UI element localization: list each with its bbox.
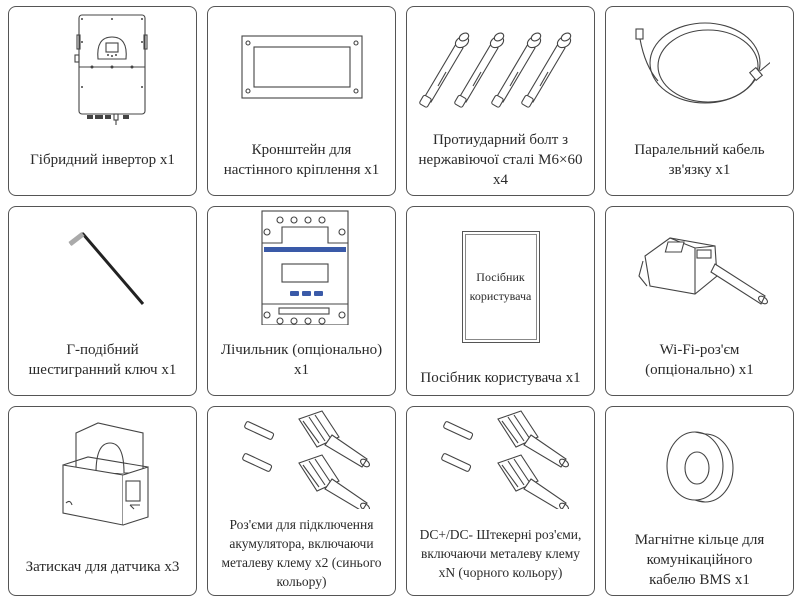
parallel-cable-icon [634,22,770,104]
item-caption: Wi-Fi-роз'єм (опціонально) x1 [645,342,754,378]
hybrid-inverter-icon [73,14,148,125]
wifi-plug-icon [637,237,768,305]
item-card-magnetic-ring: Магнітне кільце для комунікаційного кабе… [605,406,794,596]
package-contents-grid: Гібридний інвертор x1 Кронштейн для наст… [8,6,794,596]
item-caption: Протиударний болт з нержавіючої сталі M6… [418,132,583,188]
item-card-wifi-plug: Wi-Fi-роз'єм (опціонально) x1 [605,206,794,396]
item-caption: DC+/DC- Штекерні роз'єми, включаючи мета… [419,526,582,580]
item-caption: Кронштейн для настінного кріплення x1 [223,142,380,178]
item-card-user-manual: Посібник користувача Посібник користувач… [406,206,595,396]
item-caption: Г-подібний шестигранний ключ x1 [28,342,177,378]
wall-bracket-icon [240,35,363,99]
sensor-clamp-icon [61,422,149,526]
item-card-expansion-bolt: Протиударний болт з нержавіючої сталі M6… [406,6,595,196]
battery-connector-icon [241,410,371,509]
item-card-wall-bracket: Кронштейн для настінного кріплення x1 [207,6,396,196]
expansion-bolt-icon [418,30,573,109]
dc-connector-icon [440,410,570,509]
magnetic-ring-icon [665,431,734,503]
item-caption: Лічильник (опціонально) x1 [220,342,383,378]
energy-meter-icon [260,210,349,325]
user-manual-icon: Посібник користувача [461,231,540,343]
item-card-dc-connector: DC+/DC- Штекерні роз'єми, включаючи мета… [406,406,595,596]
item-caption: Затискач для датчика x3 [25,559,180,575]
item-card-hybrid-inverter: Гібридний інвертор x1 [8,6,197,196]
item-card-battery-connector: Роз'єми для підключення акумулятора, вкл… [207,406,396,596]
item-card-sensor-clamp: Затискач для датчика x3 [8,406,197,596]
manual-cover-text: Посібник користувача [469,270,532,303]
item-card-energy-meter: Лічильник (опціонально) x1 [207,206,396,396]
item-caption: Роз'єми для підключення акумулятора, вкл… [221,517,382,589]
item-card-parallel-cable: Паралельний кабель зв'язку x1 [605,6,794,196]
item-card-hex-key: Г-подібний шестигранний ключ x1 [8,206,197,396]
item-caption: Паралельний кабель зв'язку x1 [634,142,765,178]
item-caption: Гібридний інвертор x1 [30,152,175,168]
hex-key-icon [67,232,144,305]
item-caption: Магнітне кільце для комунікаційного кабе… [634,532,765,588]
item-caption: Посібник користувача x1 [420,370,581,386]
